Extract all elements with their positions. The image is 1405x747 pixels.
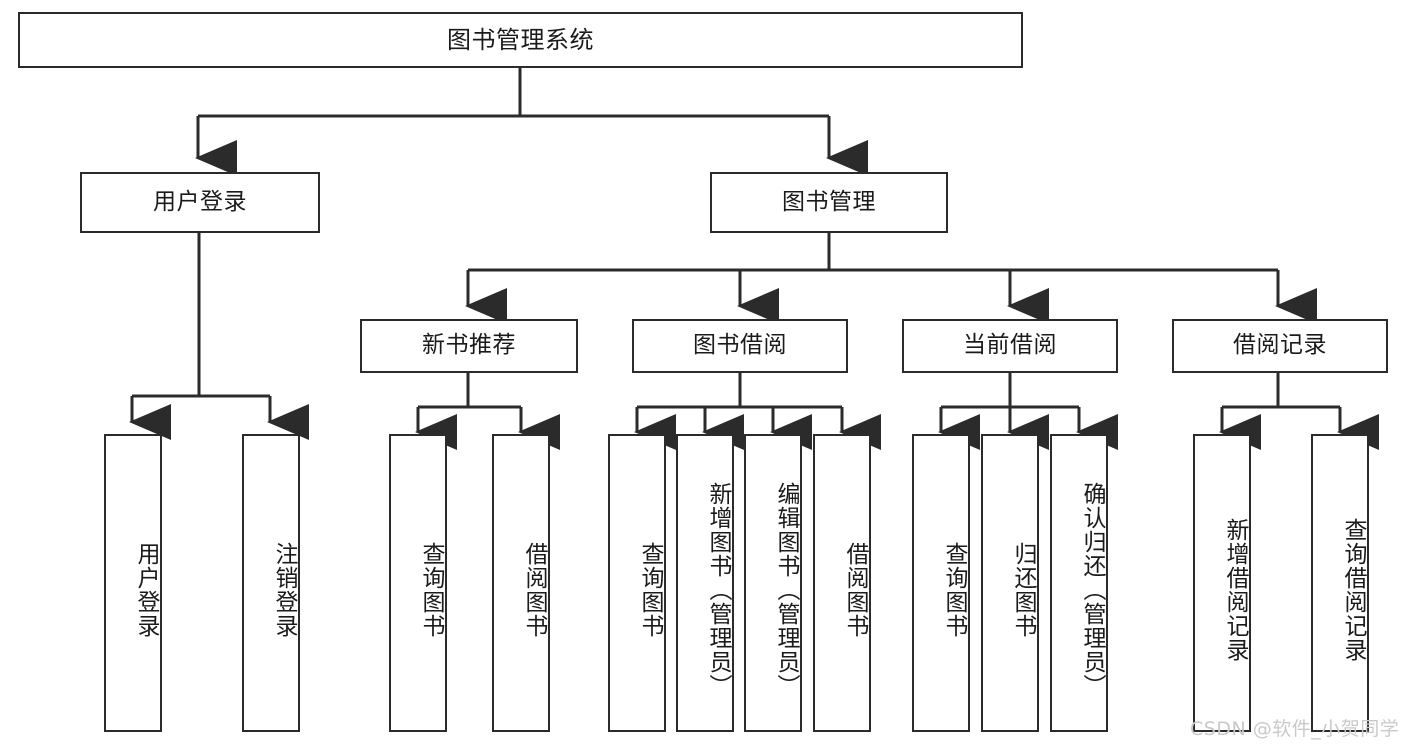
leaf-borrow-book-recommend[interactable]: 借阅图书: [492, 434, 550, 732]
leaf-query-book-current[interactable]: 查询图书: [912, 434, 970, 732]
node-label: 借阅图书: [521, 542, 547, 638]
leaf-add-book-admin[interactable]: 新增图书（管理员）: [676, 434, 734, 732]
leaf-add-borrow-record[interactable]: 新增借阅记录: [1193, 434, 1251, 732]
node-label: 借阅图书: [842, 542, 868, 638]
node-label: 查询借阅记录: [1340, 518, 1366, 662]
csdn-watermark: CSDN @软件_小贺同学: [1190, 718, 1400, 740]
leaf-borrow-book[interactable]: 借阅图书: [813, 434, 871, 732]
leaf-user-login[interactable]: 用户登录: [104, 434, 162, 732]
leaf-logout[interactable]: 注销登录: [242, 434, 300, 732]
node-book-management[interactable]: 图书管理: [710, 172, 948, 233]
node-label: 查询图书: [637, 542, 663, 638]
node-label: 注销登录: [271, 542, 297, 638]
node-label: 当前借阅: [963, 332, 1057, 359]
node-label: 归还图书: [1010, 542, 1036, 638]
node-label: 借阅记录: [1233, 332, 1327, 359]
node-label: 图书管理: [782, 188, 876, 215]
node-label: 查询图书: [418, 542, 444, 638]
node-new-book-recommend[interactable]: 新书推荐: [360, 319, 578, 373]
node-user-login[interactable]: 用户登录: [80, 172, 320, 233]
node-root-system[interactable]: 图书管理系统: [18, 12, 1023, 68]
node-label: 图书管理系统: [447, 25, 594, 54]
node-borrow-records[interactable]: 借阅记录: [1172, 319, 1388, 373]
leaf-query-borrow-record[interactable]: 查询借阅记录: [1311, 434, 1369, 732]
node-current-borrow[interactable]: 当前借阅: [902, 319, 1118, 373]
leaf-query-book-recommend[interactable]: 查询图书: [389, 434, 447, 732]
leaf-confirm-return-admin[interactable]: 确认归还（管理员）: [1050, 434, 1108, 732]
node-label: 编辑图书（管理员）: [773, 482, 799, 698]
node-label: 查询图书: [941, 542, 967, 638]
node-label: 新书推荐: [422, 332, 516, 359]
node-label: 用户登录: [133, 542, 159, 638]
node-label: 用户登录: [153, 188, 247, 215]
node-label: 确认归还（管理员）: [1079, 482, 1105, 698]
leaf-query-book-borrow[interactable]: 查询图书: [608, 434, 666, 732]
node-label: 图书借阅: [693, 332, 787, 359]
node-label: 新增借阅记录: [1222, 518, 1248, 662]
node-book-borrow[interactable]: 图书借阅: [632, 319, 848, 373]
leaf-edit-book-admin[interactable]: 编辑图书（管理员）: [744, 434, 802, 732]
node-label: 新增图书（管理员）: [705, 482, 731, 698]
leaf-return-book[interactable]: 归还图书: [981, 434, 1039, 732]
